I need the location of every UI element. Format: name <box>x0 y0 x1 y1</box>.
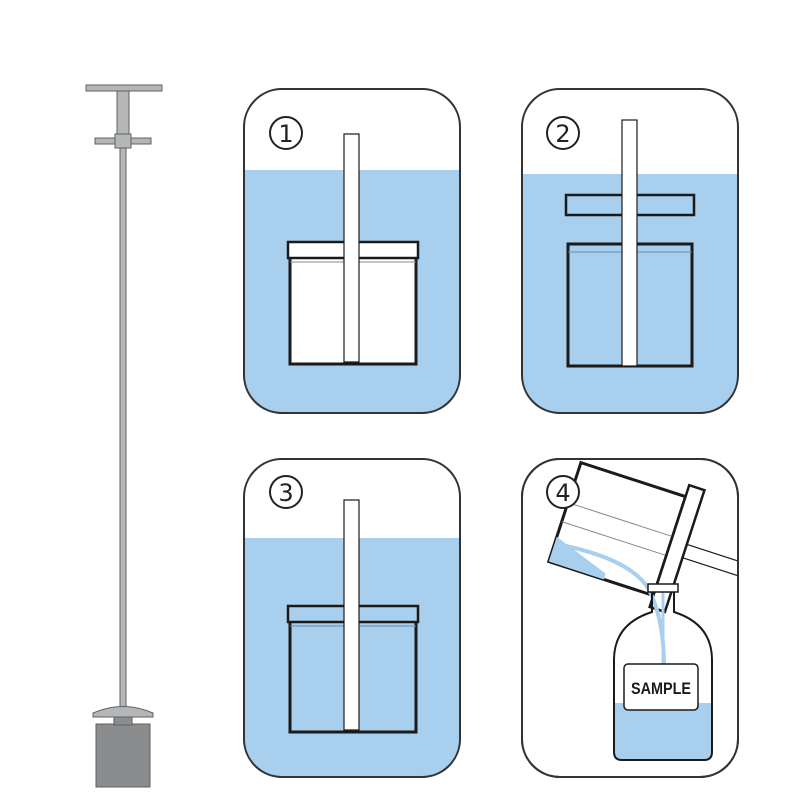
panel-frame <box>521 88 739 414</box>
step-number-badge <box>269 475 303 509</box>
bottle-water <box>614 703 712 760</box>
step-number: 3 <box>278 479 293 507</box>
sampler-t-handle <box>85 84 163 92</box>
panel-frame <box>243 88 461 414</box>
sampler-lid-disc <box>92 706 154 718</box>
sampler-rod <box>343 499 360 731</box>
bottle-neck-rim <box>647 583 679 593</box>
sampler-rod <box>119 147 127 709</box>
step-number-badge <box>269 116 303 150</box>
step-3-panel: 3 <box>243 458 461 778</box>
step-number-badge <box>546 116 580 150</box>
sampler-handle-stem <box>116 90 130 136</box>
sampler-rod <box>343 133 360 363</box>
step-1-panel: 1 <box>243 88 461 414</box>
sample-bottle <box>613 589 713 761</box>
step-number-badge <box>546 475 580 509</box>
water-in-cup <box>548 536 606 580</box>
tilted-sampler <box>546 460 738 614</box>
step-number: 2 <box>555 120 570 148</box>
sampler-cup <box>95 723 151 788</box>
sampler-collar-hub <box>114 133 132 149</box>
sampler-tool <box>85 84 163 788</box>
sample-label <box>623 663 699 711</box>
sample-label-text: SAMPLE <box>631 679 691 698</box>
step-2-panel: 2 <box>521 88 739 414</box>
step-4-panel: SAMPLE 4 <box>521 458 739 778</box>
step-number: 4 <box>555 479 570 507</box>
step-number: 1 <box>278 120 293 148</box>
panel-frame <box>243 458 461 778</box>
sampler-cup-neck <box>113 716 133 726</box>
sampler-rod <box>621 119 638 367</box>
